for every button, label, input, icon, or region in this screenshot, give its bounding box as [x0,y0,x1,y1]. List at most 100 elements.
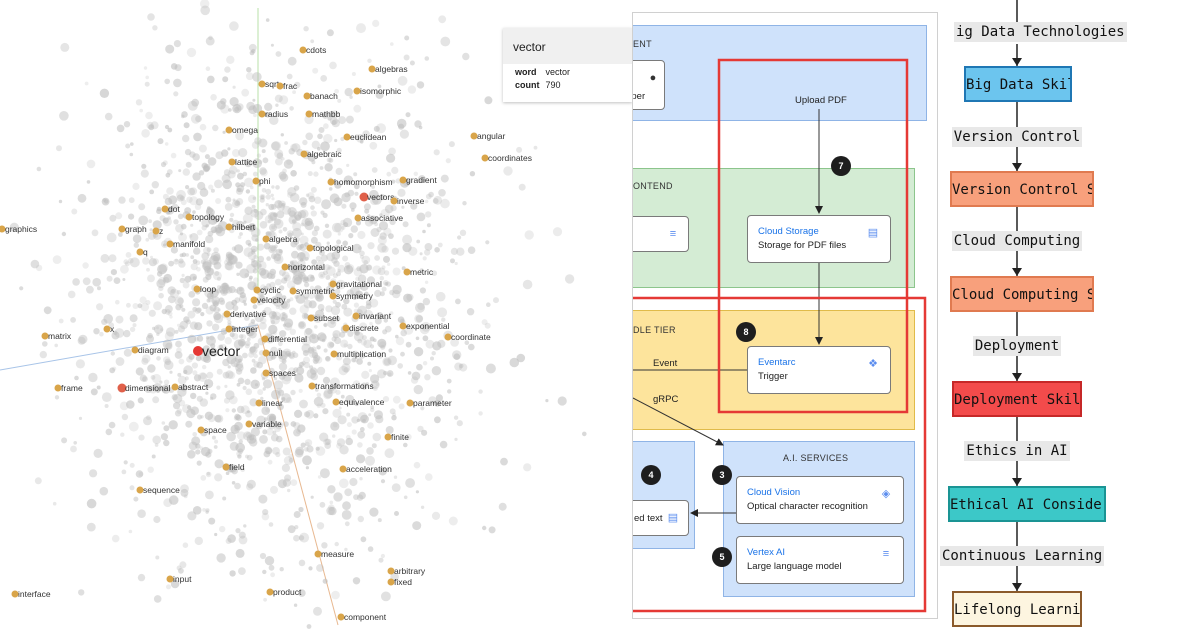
embedding-point [113,330,118,335]
embedding-point [288,352,295,359]
embedding-point [163,356,171,364]
embedding-point [498,502,507,511]
embedding-point [253,342,260,349]
embedding-point [155,555,160,560]
flow-node-5[interactable]: Ethical AI Considerations [948,486,1106,522]
embedding-point [334,181,342,189]
embedding-point [282,227,288,232]
embedding-point [431,366,442,376]
embedding-point [341,203,347,209]
cloud-storage-node[interactable]: Cloud Storage Storage for PDF files ▤ [747,215,891,263]
embedding-point [266,231,272,237]
embedding-point [360,282,369,291]
embedding-point [323,123,329,129]
embedding-point [282,323,286,327]
embedding-point [493,297,499,304]
embedding-point [191,362,198,369]
cloud-vision-node[interactable]: Cloud Vision Optical character recogniti… [736,476,904,524]
word-label-graph: graph [125,224,147,234]
embedding-point [129,462,135,468]
embedding-point [363,203,371,211]
embedding-point [220,104,230,114]
embedding-point [237,312,243,319]
embedding-point [236,405,245,414]
word-label-manifold: manifold [173,239,205,249]
embedding-point [354,330,360,336]
embedding-point [258,494,268,504]
embedding-point [299,209,309,219]
embedding-point [196,267,201,272]
flow-node-1[interactable]: Big Data Skills [964,66,1072,102]
word-point-isomorphic [353,87,361,95]
tooltip-count-value: 790 [545,80,561,90]
developer-node[interactable]: ● loper [633,60,665,110]
flow-node-6[interactable]: Lifelong Learning [952,591,1082,627]
word-point-metric [403,268,411,276]
embedding-point [533,145,538,150]
embedding-point [287,488,291,493]
embedding-point [135,99,143,106]
embedding-point [290,240,298,248]
embedding-point [437,242,443,248]
embedding-point [284,322,293,331]
flow-node-4[interactable]: Deployment Skills [952,381,1082,417]
embedding-point [357,305,368,316]
embedding-point [322,212,328,218]
embedding-point [34,477,42,485]
embedding-point [239,268,250,279]
embedding-point [61,437,68,444]
word-label-coordinates: coordinates [488,153,532,163]
embedding-point [395,336,405,346]
embedding-point [313,354,321,362]
embedding-point [357,412,368,422]
embedding-point [269,223,277,232]
embedding-point [146,415,151,421]
flow-node-3[interactable]: Cloud Computing Skills [950,276,1094,312]
embedding-point [273,380,284,390]
embedding-point [345,394,355,404]
embedding-point [233,362,239,368]
embedding-point [351,416,359,424]
embedding-point [156,271,163,277]
embedding-point [152,435,161,445]
embedding-point [102,198,107,202]
embedding-point [357,442,363,448]
embedding-point [206,371,214,379]
embedding-point [125,302,131,308]
embedding-point [329,193,340,204]
word-point-arbitrary [387,567,395,575]
embedding-point [75,359,85,369]
embedding-point [419,252,423,256]
embedding-point [207,157,217,166]
embedding-point [262,508,269,516]
embedding-point [332,330,341,339]
embedding-point [372,386,378,391]
embedding-point [317,146,321,151]
embedding-point [403,442,408,448]
embedding-point [298,321,305,328]
embedding-point [303,356,310,364]
embedding-point [376,123,386,134]
embedding-point [336,239,342,245]
embedding-point [194,536,203,546]
eventarc-node[interactable]: Eventarc Trigger ❖ [747,346,891,394]
embedding-point [265,112,271,118]
flow-node-2[interactable]: Version Control Skills [950,171,1094,207]
frontend-service-node[interactable]: ≡ [633,216,689,252]
vertex-ai-node[interactable]: Vertex AI Large language model ≡ [736,536,904,584]
embedding-point [280,316,286,322]
word-point-loop [193,285,201,293]
word-point-space [197,426,205,434]
embedding-point [416,212,426,222]
embedding-point [362,130,370,138]
embedding-point [281,157,285,161]
embedding-point [295,294,306,304]
embedding-point [73,441,77,445]
embedding-point [187,187,196,196]
embedding-point [244,206,253,215]
embedding-point [209,347,218,357]
embedding-point [96,385,101,390]
extracted-text-node[interactable]: ed text ▤ [633,500,689,536]
